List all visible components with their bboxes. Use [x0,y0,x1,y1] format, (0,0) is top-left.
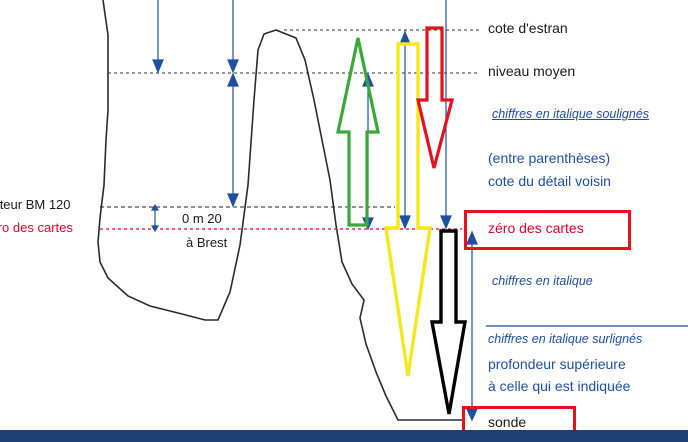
sonde-label: sonde [488,414,527,430]
hauteur-bm-label: hauteur BM 120 [0,197,71,212]
zero-cartes-highlight-box [464,210,631,250]
measure-place-label: à Brest [186,235,228,250]
chiffres-italique-label: chiffres en italique [492,274,593,288]
footer-band [0,430,688,442]
zero-cartes-label: zéro des cartes [488,220,584,236]
cote-estran-label: cote d'estran [488,20,568,36]
profondeur-superieure-label: profondeur supérieure [488,356,626,372]
zero-cartes-left-label: zéro des cartes [0,220,73,235]
chiffres-italique-surlignes-label: chiffres en italique surlignés [488,332,643,346]
chiffres-italique-soulignes-label: chiffres en italique soulignés [492,107,650,121]
coastline-outline [97,0,462,421]
yellow-down-arrow [384,42,432,377]
black-down-arrow [429,229,468,415]
cote-detail-voisin-label: cote du détail voisin [488,173,611,189]
measure-value-label: 0 m 20 [182,211,222,226]
entre-parentheses-label: (entre parenthèses) [488,150,611,166]
niveau-moyen-label: niveau moyen [488,63,576,79]
green-double-arrow [336,37,380,227]
celle-indiquee-label: à celle qui est indiquée [488,378,631,394]
red-down-arrow [415,26,455,169]
